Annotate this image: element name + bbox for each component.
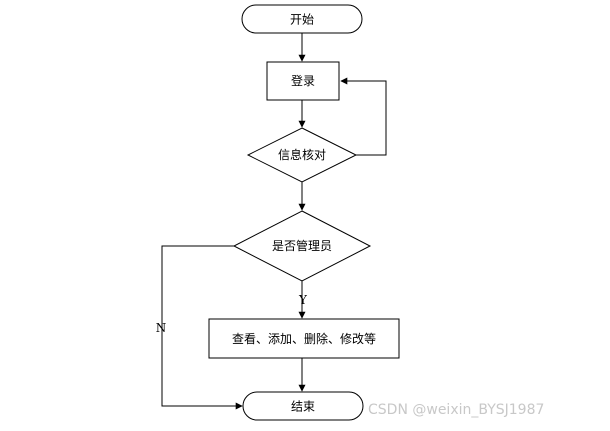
- login-node: 登录: [266, 61, 340, 101]
- actions-label: 查看、添加、删除、修改等: [232, 331, 376, 346]
- end-label: 结束: [291, 400, 315, 414]
- start-label: 开始: [290, 13, 314, 27]
- start-node: 开始: [241, 4, 363, 34]
- is-admin-label: 是否管理员: [272, 238, 332, 253]
- verify-node: 信息核对: [246, 127, 358, 183]
- yes-label: Y: [298, 293, 308, 307]
- no-label: N: [156, 321, 167, 335]
- end-node: 结束: [242, 391, 364, 421]
- is-admin-node: 是否管理员: [232, 210, 372, 282]
- watermark-text: CSDN @weixin_BYSJ1987: [368, 402, 545, 418]
- edge-admin-end-no: [161, 245, 243, 410]
- verify-label: 信息核对: [278, 147, 326, 162]
- login-label: 登录: [291, 73, 315, 88]
- actions-node: 查看、添加、删除、修改等: [208, 318, 400, 359]
- edge-verify-login-loop: [340, 77, 387, 156]
